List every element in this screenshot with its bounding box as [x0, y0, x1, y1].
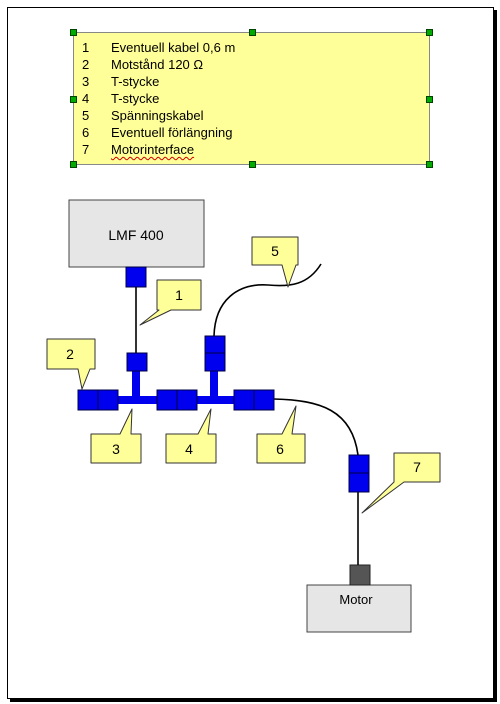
- legend-number: 7: [82, 142, 90, 157]
- callout-4-shape: [165, 408, 217, 464]
- cables: [135, 263, 359, 565]
- legend-item: 1 Eventuell kabel 0,6 m: [82, 40, 235, 56]
- legend-text: T-stycke: [111, 91, 160, 106]
- callout-5-shape: [251, 236, 299, 288]
- power-connector[interactable]: [204, 352, 226, 372]
- t-piece-4-connector[interactable]: [176, 389, 198, 411]
- motor-box: [306, 584, 412, 633]
- connector-lmf[interactable]: [125, 266, 147, 288]
- extension-connector[interactable]: [253, 389, 275, 411]
- callout-3-label: 3: [112, 441, 120, 457]
- selection-handle[interactable]: [426, 161, 433, 168]
- resistor-connector[interactable]: [77, 389, 99, 411]
- connector-cable-1[interactable]: [126, 352, 148, 372]
- callout-7-label: 7: [413, 459, 421, 475]
- callout-6-shape: [256, 405, 306, 464]
- callout-2-label: 2: [66, 346, 74, 362]
- callout-7: 7: [361, 452, 441, 514]
- legend-number: 4: [82, 91, 90, 106]
- callout-6: 6: [256, 405, 306, 464]
- legend-item: 2 Motstånd 120 Ω: [82, 57, 203, 73]
- legend-item: 3 T-stycke: [82, 74, 159, 90]
- legend-text: T-stycke: [111, 74, 160, 89]
- legend-number: 6: [82, 125, 90, 140]
- lmf-400-device[interactable]: LMF 400: [68, 199, 205, 268]
- selection-handle[interactable]: [249, 29, 256, 36]
- legend-number: 1: [82, 40, 90, 55]
- t-bus: [118, 371, 234, 404]
- legend-text: Motstånd 120 Ω: [111, 57, 204, 72]
- motor-device[interactable]: Motor: [306, 564, 412, 633]
- resistor-connector[interactable]: [97, 389, 119, 411]
- callout-1-shape: [139, 279, 202, 326]
- legend-item: 4 T-stycke: [82, 91, 159, 107]
- callout-2: 2: [46, 338, 96, 390]
- callout-5: 5: [251, 236, 299, 288]
- selection-handle[interactable]: [70, 161, 77, 168]
- callout-6-label: 6: [276, 441, 284, 457]
- selection-handle[interactable]: [70, 29, 77, 36]
- t-stem: [132, 371, 140, 399]
- motor-interface-connector[interactable]: [348, 472, 370, 493]
- legend-text: Spänningskabel: [111, 108, 204, 123]
- legend-item: 7 Motorinterface: [82, 142, 194, 158]
- motor-label: Motor: [339, 592, 373, 607]
- bus-segment: [196, 396, 234, 404]
- motor-interface-connector[interactable]: [348, 454, 370, 474]
- legend-text: Motorinterface: [111, 142, 195, 157]
- t-stem: [210, 371, 218, 399]
- legend-item: 6 Eventuell förlängning: [82, 125, 232, 141]
- power-cable: [213, 263, 322, 337]
- legend-text: Eventuell kabel 0,6 m: [111, 40, 236, 55]
- callout-2-shape: [46, 338, 96, 390]
- extension-cable: [273, 398, 359, 456]
- lmf-400-label: LMF 400: [108, 227, 163, 243]
- callout-4-label: 4: [185, 441, 193, 457]
- power-connector[interactable]: [204, 335, 226, 354]
- legend-number: 3: [82, 74, 90, 89]
- callout-1: 1: [139, 279, 202, 326]
- selection-handle[interactable]: [426, 29, 433, 36]
- selection-handle[interactable]: [426, 96, 433, 103]
- legend-number: 2: [82, 57, 90, 72]
- legend-text: Eventuell förlängning: [111, 125, 233, 140]
- callout-5-label: 5: [271, 243, 279, 259]
- bus-segment: [118, 396, 158, 404]
- motor-plug: [349, 564, 371, 586]
- callout-3: 3: [90, 408, 142, 464]
- legend-number: 5: [82, 108, 90, 123]
- callout-7-shape: [361, 452, 441, 514]
- selection-handle[interactable]: [249, 161, 256, 168]
- extension-connector[interactable]: [233, 389, 255, 411]
- callout-3-shape: [90, 408, 142, 464]
- t-piece-3-connector[interactable]: [156, 389, 178, 411]
- connectors: [77, 266, 370, 493]
- selection-handle[interactable]: [70, 96, 77, 103]
- callout-4: 4: [165, 408, 217, 464]
- lmf-400-box: [68, 199, 205, 268]
- legend-textbox[interactable]: 1 Eventuell kabel 0,6 m 2 Motstånd 120 Ω 3…: [70, 29, 433, 168]
- callout-1-label: 1: [175, 287, 183, 303]
- legend-item: 5 Spänningskabel: [82, 108, 204, 124]
